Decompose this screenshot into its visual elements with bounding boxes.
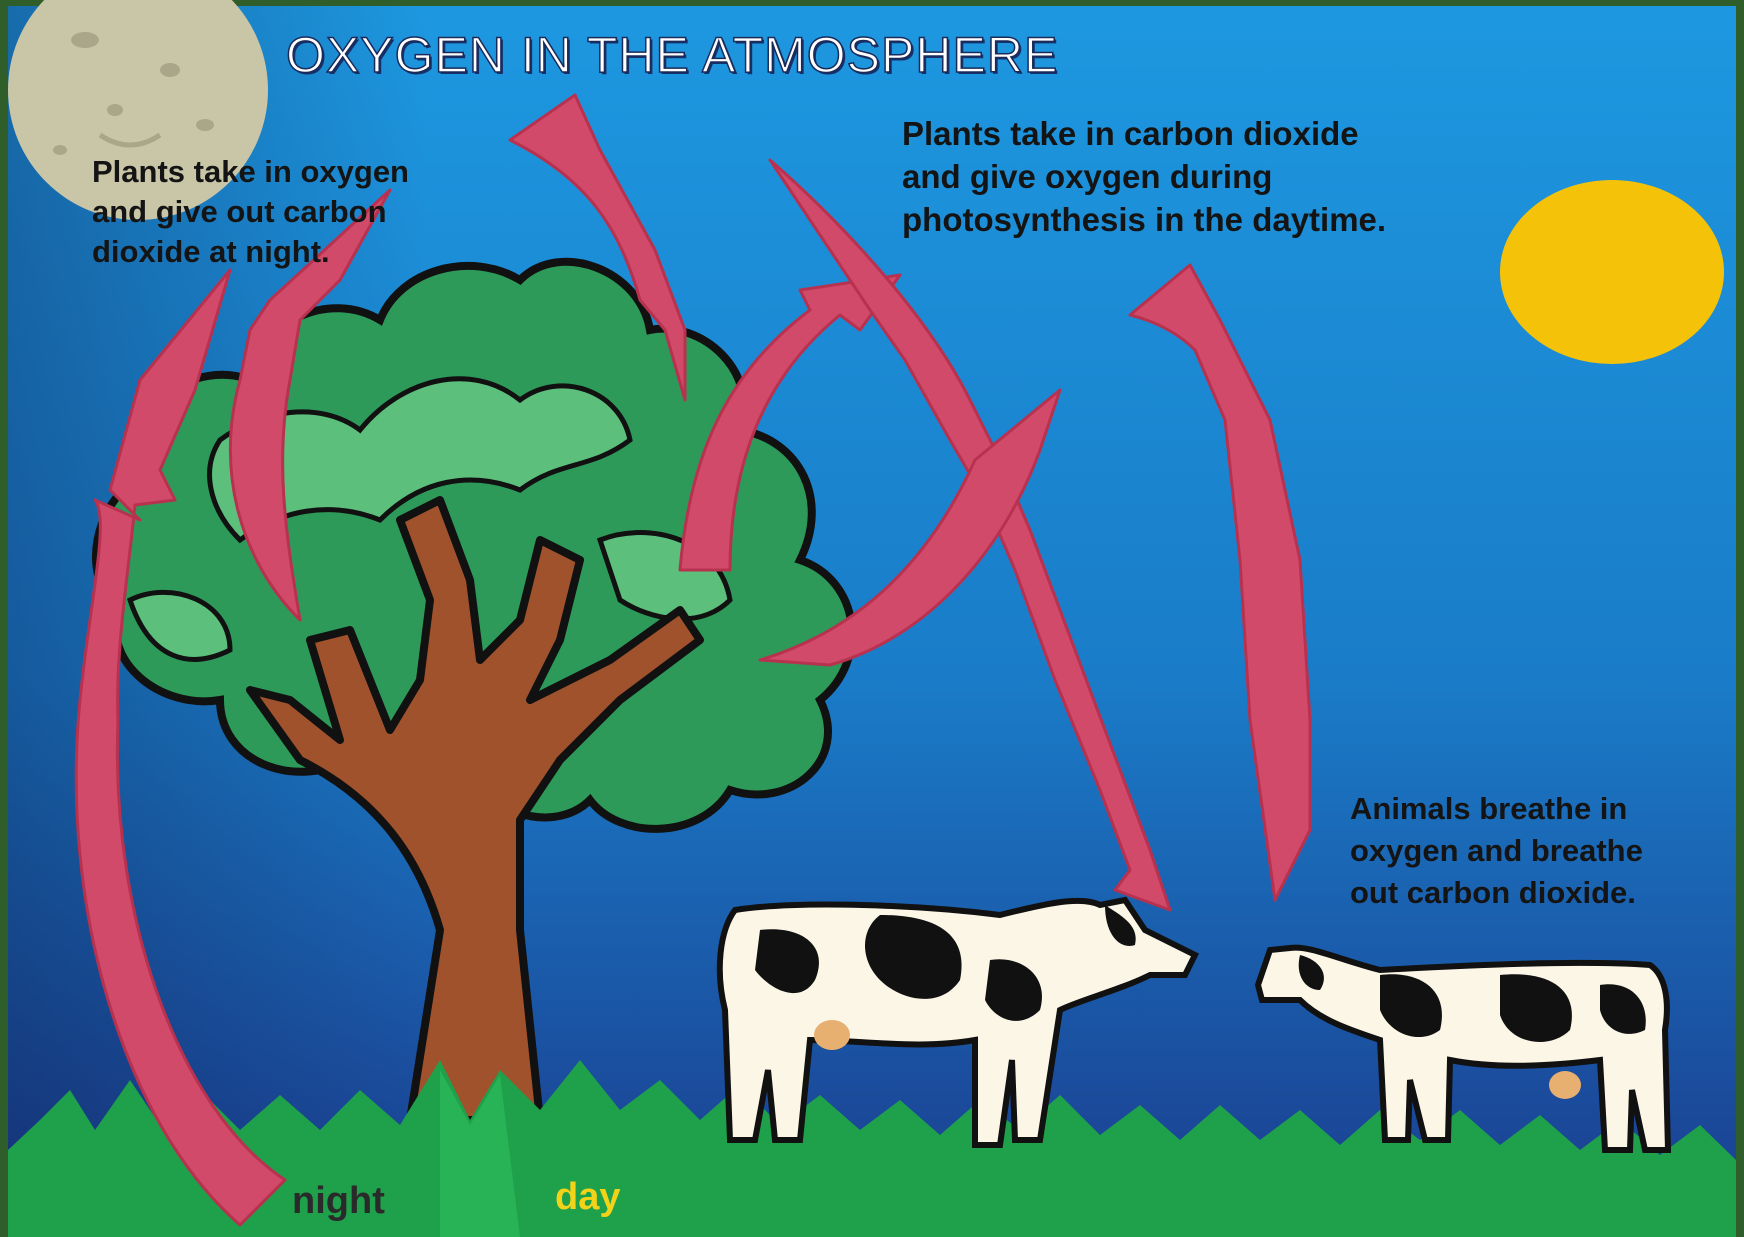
day-label: day xyxy=(555,1176,620,1219)
animals-note: Animals breathe in oxygen and breathe ou… xyxy=(1350,788,1744,914)
day-plants-note: Plants take in carbon dioxide and give o… xyxy=(902,112,1522,241)
sun-icon xyxy=(1500,180,1724,364)
night-plants-note: Plants take in oxygen and give out carbo… xyxy=(92,152,532,272)
diagram-title: OXYGEN IN THE ATMOSPHERE xyxy=(286,26,1058,84)
night-label: night xyxy=(292,1180,385,1223)
